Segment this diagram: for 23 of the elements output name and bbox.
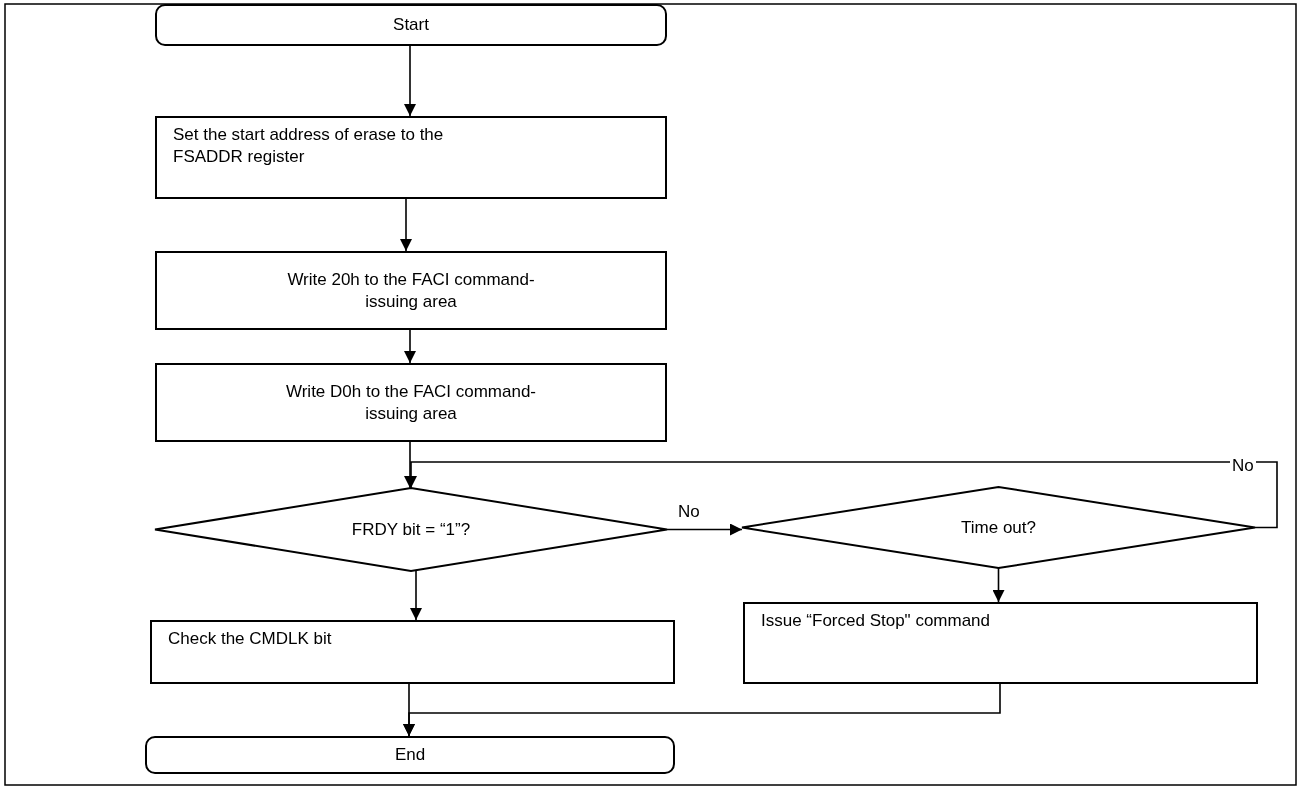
step-text: Write 20h to the FACI command-issuing area xyxy=(286,268,536,313)
process-box xyxy=(743,602,1258,684)
arrow xyxy=(403,683,1001,737)
terminal-box xyxy=(145,736,675,774)
process-box xyxy=(155,116,667,199)
step-text: Check the CMDLK bit xyxy=(168,628,332,650)
step-text: Set the start address of erase to the FSADDR register xyxy=(173,124,445,168)
step-text: FRDY bit = “1”? xyxy=(351,518,471,541)
arrow xyxy=(666,523,743,536)
arrow xyxy=(400,198,412,252)
arrow xyxy=(404,329,416,364)
process-box xyxy=(150,620,675,684)
arrow xyxy=(992,567,1005,603)
step-text: End xyxy=(394,744,426,766)
step-text: Time out? xyxy=(961,516,1036,539)
process-box xyxy=(155,363,667,442)
step-text: Write D0h to the FACI command-issuing area xyxy=(284,380,538,425)
process-box xyxy=(155,251,667,330)
arrow xyxy=(410,570,422,621)
arrow xyxy=(404,45,416,117)
step-text: Start xyxy=(393,14,429,36)
terminal-box xyxy=(155,4,667,46)
step-text: Issue “Forced Stop" command xyxy=(761,610,991,632)
